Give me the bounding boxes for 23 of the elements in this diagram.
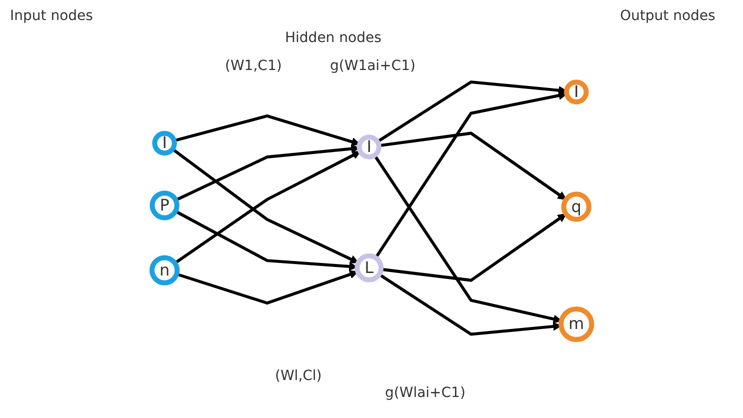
arrow	[376, 80, 567, 144]
column-heading: Output nodes	[620, 8, 716, 24]
arrow	[374, 91, 567, 259]
node-circle: I	[356, 134, 382, 160]
node-circle: n	[149, 255, 180, 286]
arrow	[174, 210, 358, 272]
column-heading: Hidden nodes	[285, 30, 382, 46]
node-circle: m	[558, 306, 594, 342]
formula-label: (Wl,Cl)	[275, 368, 322, 384]
arrow	[378, 132, 566, 200]
formula-label: g(Wlai+C1)	[385, 385, 466, 401]
node-circle: I	[564, 80, 588, 105]
arrow	[380, 214, 566, 282]
formula-label: (W1,C1)	[225, 58, 282, 74]
node-circle: P	[149, 190, 180, 220]
arrow	[372, 154, 562, 324]
arrow	[176, 270, 358, 305]
arrow	[174, 144, 360, 202]
column-heading: Input nodes	[10, 8, 93, 24]
node-circle: L	[354, 254, 384, 283]
node-circle: q	[560, 192, 592, 222]
formula-label: g(W1ai+C1)	[330, 58, 416, 74]
node-circle: I	[152, 131, 177, 156]
